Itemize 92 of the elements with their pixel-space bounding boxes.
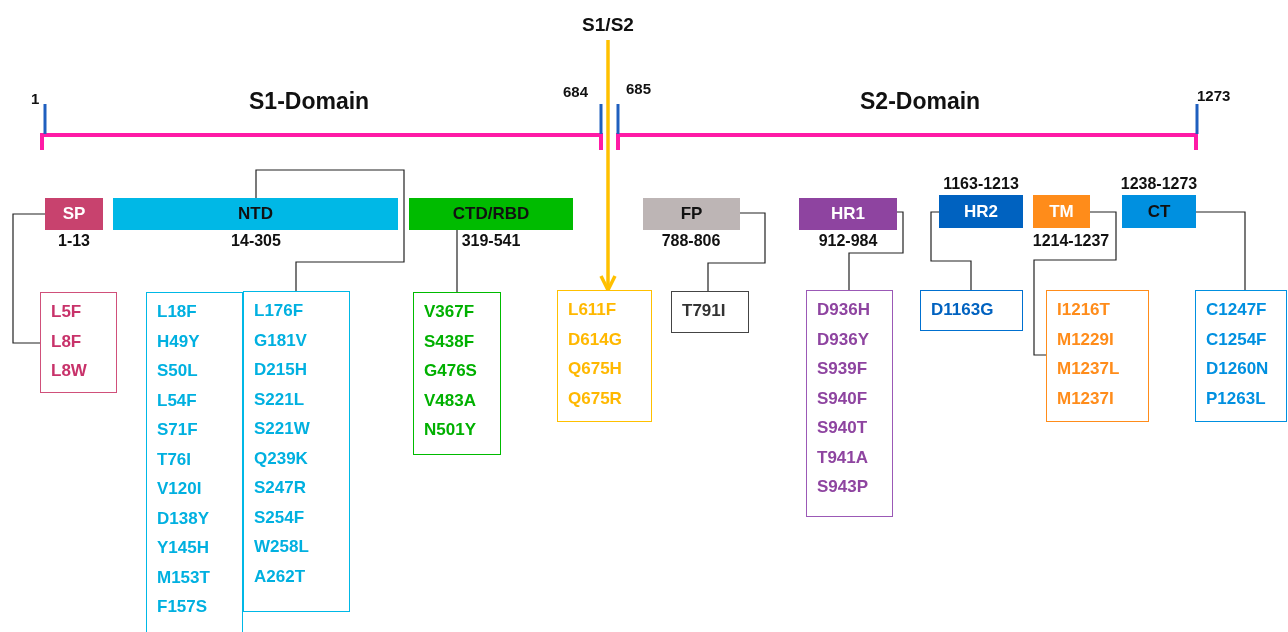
mutation-label: D1260N [1206,359,1269,378]
residue-range: 1163-1213 [942,175,1020,193]
mutation-list-box [1046,290,1149,422]
mutation-label: M1229I [1057,329,1114,349]
position-number: 685 [626,80,652,97]
mutation-list-box [1195,290,1287,422]
mutation-label: S254F [254,507,305,527]
mutation-label: S71F [157,420,198,439]
mutation-label: S939F [817,359,868,378]
mutation-label: N501Y [424,420,476,439]
mutation-label: T941A [817,447,869,467]
mutation-label: L176F [254,301,304,320]
mutation-label: S221W [254,419,310,438]
cleavage-site-label: S1/S2 [580,14,636,40]
mutation-label: D1163G [931,300,994,319]
mutation-label: S940T [817,418,868,437]
residue-range: 1214-1237 [1031,232,1111,250]
mutation-label: I1216T [1057,300,1110,319]
connector-line [255,169,405,292]
mutation-label: Q675H [568,359,622,378]
domain-title: S1-Domain [249,88,370,115]
mutation-list-box [413,292,501,455]
connector-line [930,211,972,291]
mutation-label: M1237I [1057,388,1114,408]
mutation-list-box [40,292,117,393]
mutation-label: Q675R [568,388,622,408]
mutation-label: L8F [51,331,82,351]
arrow [599,40,617,292]
domain-bar: CT [1122,195,1196,228]
domain-bar: NTD [113,198,398,230]
mutation-label: D138Y [157,508,209,528]
residue-range: 788-806 [660,232,722,250]
mutation-list-box [557,290,652,422]
mutation-label: V120I [157,479,202,498]
domain-bar: HR2 [939,195,1023,228]
mutation-label: C1254F [1206,329,1267,349]
connector-line [848,211,904,291]
mutation-label: L5F [51,302,82,321]
connector-line [1195,211,1246,291]
mutation-label: M153T [157,567,210,587]
mutation-label: C1247F [1206,300,1267,319]
residue-range: 1238-1273 [1119,175,1199,193]
mutation-label: D936H [817,300,870,319]
domain-bar: SP [45,198,103,230]
residue-range: 912-984 [817,232,879,250]
mutation-label: W258L [254,537,309,556]
mutation-label: L54F [157,390,197,410]
mutation-label: A262T [254,566,306,586]
mutation-label: G476S [424,361,477,380]
mutation-list-box [920,290,1023,331]
residue-range: 319-541 [460,232,522,250]
mutation-label: T76I [157,449,192,469]
mutation-list-box [146,292,243,632]
mutation-label: S221L [254,389,305,409]
mutation-label: Q239K [254,448,308,468]
domain-title: S2-Domain [860,88,981,115]
domain-bar: CTD/RBD [409,198,573,230]
position-number: 1273 [1197,87,1231,104]
domain-bar: FP [643,198,740,230]
residue-range: 1-13 [57,232,91,250]
connector-line [456,229,458,293]
mutation-label: T791I [682,301,726,320]
mutation-list-box [806,290,893,517]
connector-line [1033,211,1117,356]
mutation-label: S247R [254,478,306,497]
mutation-label: S940F [817,388,868,408]
mutation-label: L18F [157,302,197,321]
domain-bar: TM [1033,195,1090,228]
mutation-label: S943P [817,477,869,496]
connector-line [707,212,766,292]
mutation-label: S50L [157,361,198,380]
mutation-label: P1263L [1206,388,1266,408]
position-number: 1 [31,90,40,107]
residue-range: 14-305 [230,232,282,250]
mutation-label: D614G [568,329,622,349]
mutation-label: S438F [424,331,475,351]
mutation-label: H49Y [157,331,200,351]
position-number: 684 [563,83,589,100]
mutation-list-box [671,291,749,333]
mutation-label: L611F [568,300,617,319]
mutation-list-box [243,291,350,612]
mutation-label: F157S [157,597,208,616]
mutation-label: M1237L [1057,359,1120,378]
domain-bar: HR1 [799,198,897,230]
connector-line [12,213,46,344]
mutation-label: V483A [424,390,476,410]
mutation-label: D936Y [817,329,869,349]
mutation-label: G181V [254,330,307,350]
mutation-label: L8W [51,361,87,380]
mutation-label: D215H [254,360,307,379]
mutation-label: V367F [424,302,475,321]
mutation-label: Y145H [157,538,209,557]
